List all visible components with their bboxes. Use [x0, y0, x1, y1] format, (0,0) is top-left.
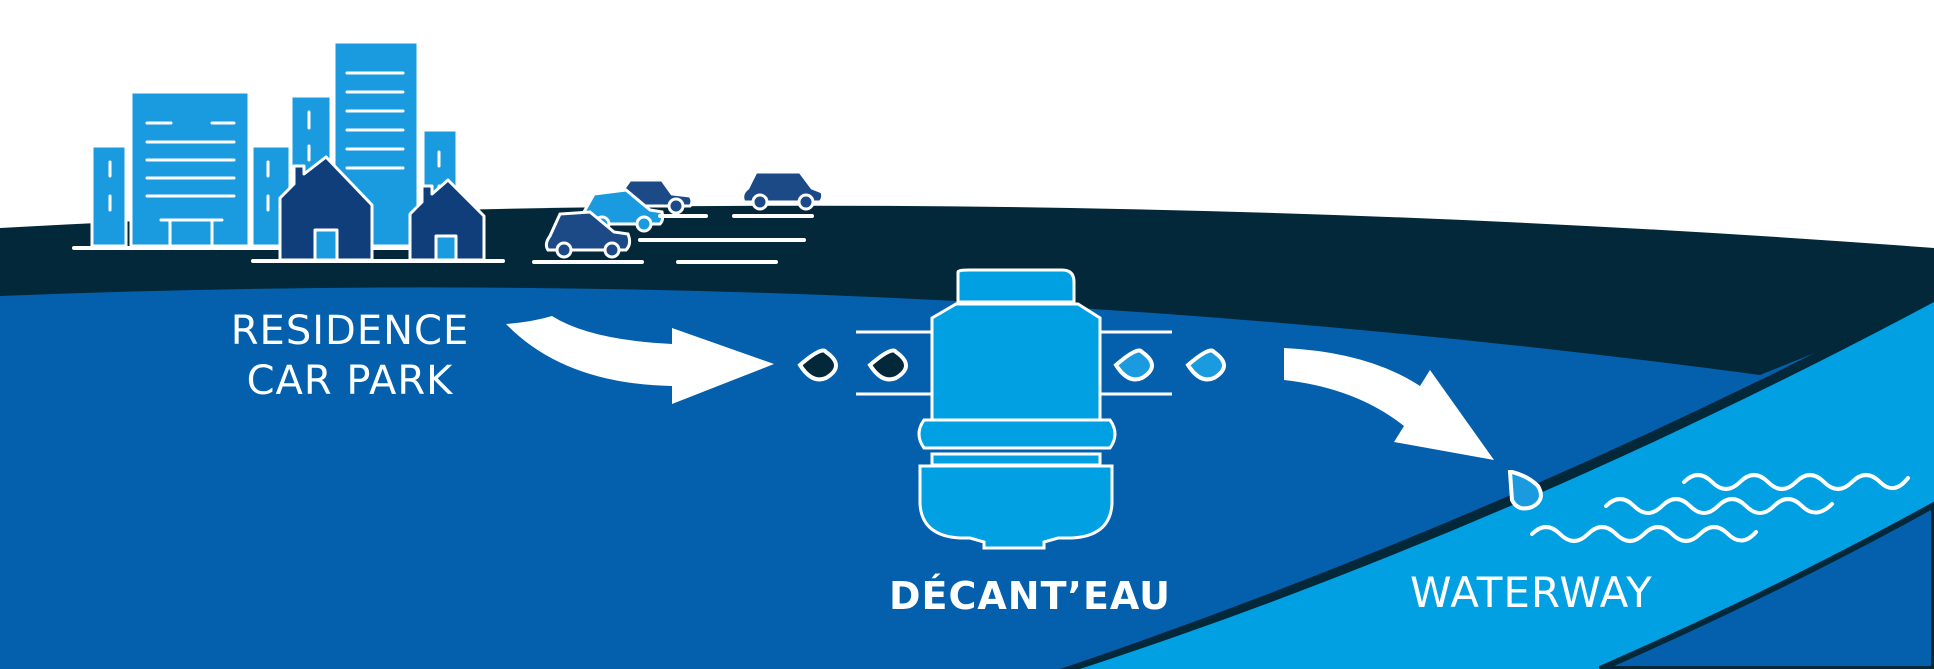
separator-tank-icon	[856, 268, 1172, 550]
car-icon	[741, 170, 825, 211]
road-lines	[532, 214, 814, 264]
arrow-icon	[1284, 348, 1494, 460]
wave-icon	[1530, 473, 1910, 543]
water-drop-icon	[1507, 470, 1543, 511]
water-drop-icon	[1113, 348, 1154, 382]
source-label-line2: CAR PARK	[246, 358, 454, 404]
device-label: DÉCANT’EAU	[888, 574, 1171, 618]
arrow-icon	[506, 316, 774, 404]
waterway-label: WATERWAY	[1410, 568, 1653, 617]
waterway-water	[1080, 302, 1934, 669]
water-drop-icon	[797, 348, 838, 382]
building-icon	[129, 90, 251, 248]
source-label-line1: RESIDENCE	[230, 308, 470, 354]
house-icon	[408, 178, 486, 262]
house-icon	[278, 155, 374, 262]
source-label: RESIDENCE CAR PARK	[215, 306, 485, 406]
waterway-deep-band	[1598, 501, 1934, 669]
water-drop-icon	[867, 348, 908, 382]
building-windows	[108, 71, 441, 248]
car-icon	[544, 210, 632, 259]
water-drop-icon	[1185, 348, 1226, 382]
